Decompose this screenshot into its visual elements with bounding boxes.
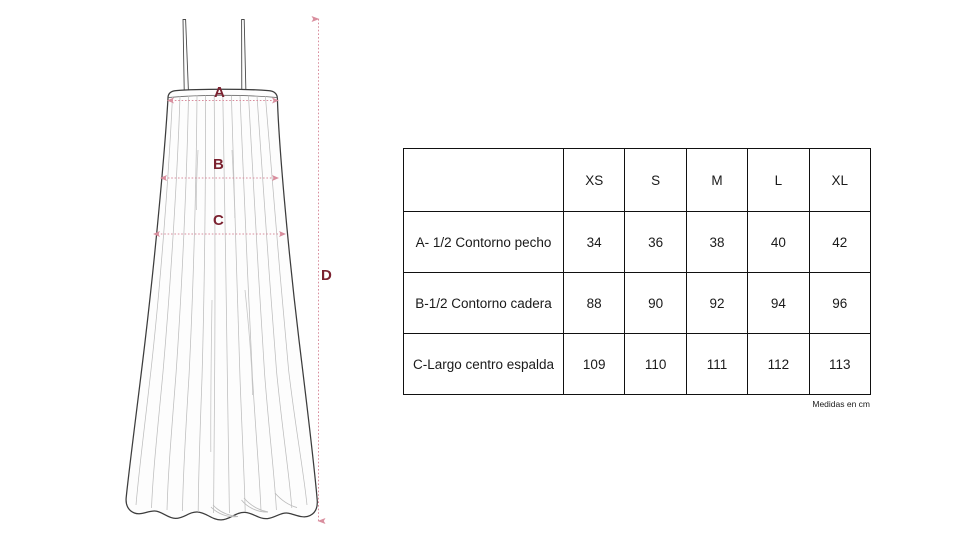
column-header-xs: XS <box>562 148 626 212</box>
dress-illustration-panel: A B C D <box>0 0 400 540</box>
dress-yoke-line <box>168 94 278 99</box>
size-chart-container: XS S M L XL A- 1/2 Contorno pecho 34 36 … <box>403 148 871 395</box>
column-header-xl: XL <box>808 148 871 212</box>
cell-chest-xs: 34 <box>562 211 626 273</box>
cell-hip-l: 94 <box>747 272 810 334</box>
row-label-chest: A- 1/2 Contorno pecho <box>403 211 564 273</box>
row-label-hip: B-1/2 Contorno cadera <box>403 272 564 334</box>
cell-hip-s: 90 <box>624 272 687 334</box>
table-row: B-1/2 Contorno cadera 88 90 92 94 96 <box>403 272 871 334</box>
dimension-label-c: C <box>213 212 225 229</box>
cell-chest-s: 36 <box>624 211 687 273</box>
cell-hip-m: 92 <box>685 272 749 334</box>
dress-straps <box>182 19 247 96</box>
cell-chest-l: 40 <box>747 211 810 273</box>
dress-drape-details <box>195 149 253 453</box>
table-row: A- 1/2 Contorno pecho 34 36 38 40 42 <box>403 211 871 273</box>
cell-hip-xl: 96 <box>808 272 871 334</box>
dimension-label-b: B <box>213 156 225 173</box>
table-corner-cell <box>403 148 564 212</box>
cell-back-length-m: 111 <box>685 333 749 395</box>
column-header-l: L <box>747 148 810 212</box>
dress-body-outline <box>125 88 318 521</box>
dress-pleat-lines <box>135 95 308 514</box>
cell-chest-m: 38 <box>685 211 749 273</box>
cell-back-length-s: 110 <box>624 333 687 395</box>
cell-chest-xl: 42 <box>808 211 871 273</box>
table-header-row: XS S M L XL <box>403 148 871 212</box>
cell-back-length-l: 112 <box>747 333 810 395</box>
column-header-s: S <box>624 148 687 212</box>
measurement-unit-note: Medidas en cm <box>812 399 870 409</box>
cell-hip-xs: 88 <box>562 272 626 334</box>
cell-back-length-xs: 109 <box>562 333 626 395</box>
table-row: C-Largo centro espalda 109 110 111 112 1… <box>403 333 871 395</box>
size-chart-table: XS S M L XL A- 1/2 Contorno pecho 34 36 … <box>403 148 871 395</box>
dimension-label-a: A <box>214 84 226 101</box>
dress-technical-drawing-svg <box>125 16 326 524</box>
row-label-back-length: C-Largo centro espalda <box>403 333 564 395</box>
dimension-label-d: D <box>321 267 333 284</box>
column-header-m: M <box>685 148 749 212</box>
dress-hem-details <box>210 492 298 518</box>
cell-back-length-xl: 113 <box>808 333 871 395</box>
